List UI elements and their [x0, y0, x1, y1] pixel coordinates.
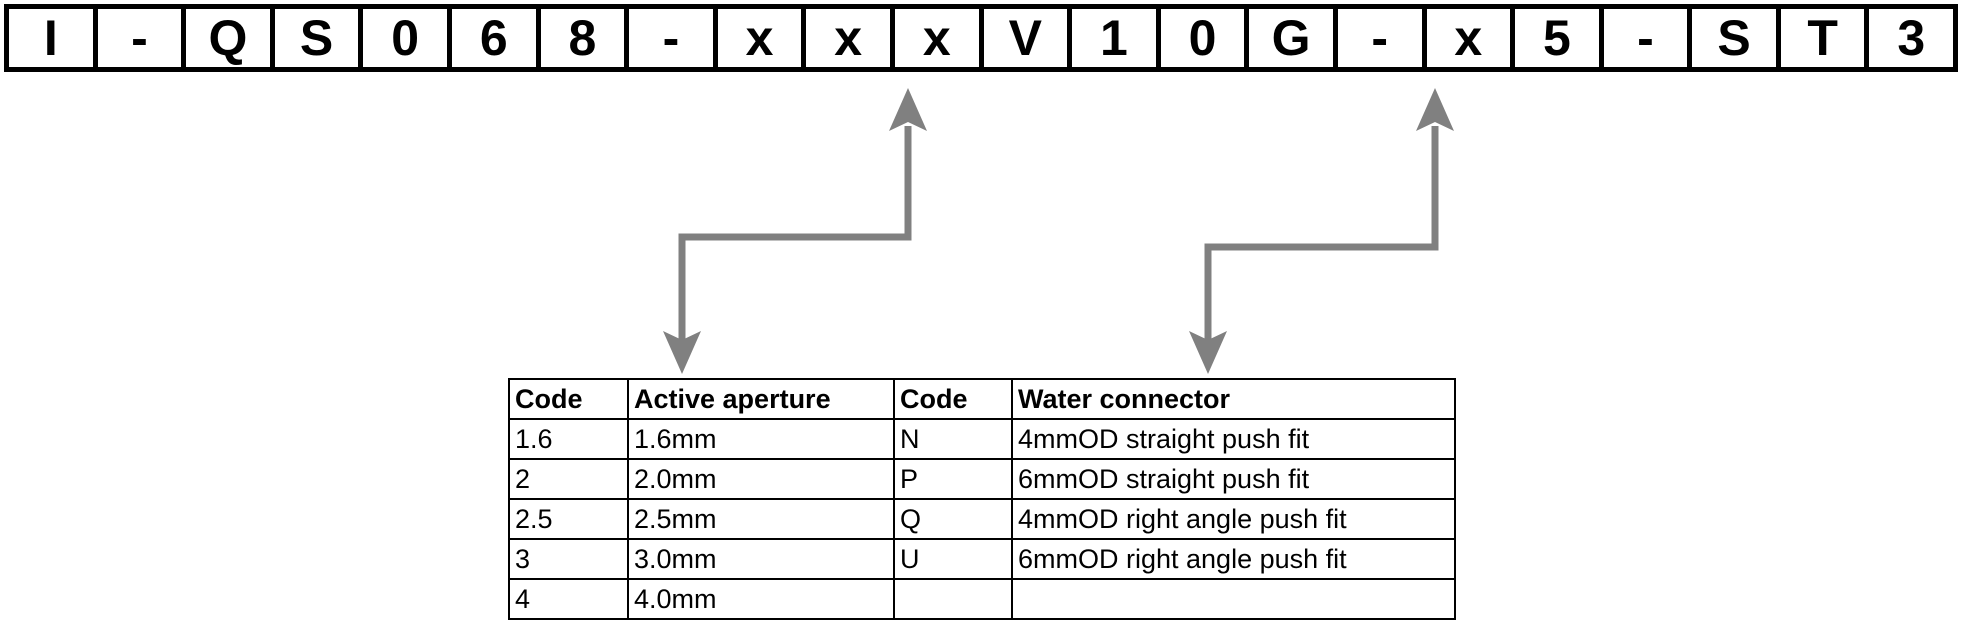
table-cell — [893, 578, 1013, 620]
table-cell: 3 — [508, 538, 629, 580]
code-cell-14: G — [1249, 9, 1338, 67]
code-cell-2: Q — [186, 9, 275, 67]
code-cell-13: 0 — [1160, 9, 1250, 67]
table-cell: 4mmOD straight push fit — [1011, 418, 1456, 460]
table-cell: 2.5 — [508, 498, 629, 540]
column-header-code-water: Code — [893, 378, 1013, 420]
table-cell: 2.5mm — [627, 498, 895, 540]
code-cell-11: V — [983, 9, 1073, 67]
option-code-table: Code Active aperture Code Water connecto… — [508, 378, 1456, 620]
code-cell-6: 8 — [540, 9, 630, 67]
connector-line — [678, 126, 912, 348]
code-cell-8: x — [717, 9, 807, 67]
column-header-code-aperture: Code — [508, 378, 629, 420]
code-cell-19: S — [1692, 9, 1781, 67]
table-cell: 1.6 — [508, 418, 629, 460]
table-cell: U — [893, 538, 1013, 580]
arrow-up-head-icon — [1416, 88, 1454, 131]
column-header-active-aperture: Active aperture — [627, 378, 895, 420]
column-header-water-connector: Water connector — [1011, 378, 1456, 420]
table-header-row: Code Active aperture Code Water connecto… — [508, 378, 1456, 420]
code-cell-12: 1 — [1072, 9, 1161, 67]
code-cell-0: I — [9, 9, 98, 67]
table-cell: 6mmOD straight push fit — [1011, 458, 1456, 500]
code-cell-4: 0 — [363, 9, 452, 67]
connector-water-connector — [1189, 88, 1454, 374]
arrow-up-head-icon — [889, 88, 927, 131]
table-cell: N — [893, 418, 1013, 460]
table-cell: 1.6mm — [627, 418, 895, 460]
code-cell-9: x — [806, 9, 895, 67]
code-cell-7: - — [629, 9, 718, 67]
arrow-down-head-icon — [1189, 331, 1227, 374]
table-header: Code Active aperture Code Water connecto… — [508, 378, 1456, 420]
code-cell-15: - — [1337, 9, 1427, 67]
code-cell-10: x — [894, 9, 984, 67]
table-cell: 4mmOD right angle push fit — [1011, 498, 1456, 540]
connector-line — [1204, 126, 1439, 348]
connector-active-aperture — [663, 88, 927, 374]
code-cell-3: S — [274, 9, 364, 67]
code-cell-18: - — [1603, 9, 1693, 67]
code-cell-17: 5 — [1515, 9, 1604, 67]
code-cell-21: 3 — [1869, 9, 1954, 67]
table-cell: 2.0mm — [627, 458, 895, 500]
code-cell-20: T — [1780, 9, 1870, 67]
table-cell: 2 — [508, 458, 629, 500]
option-table-container: Code Active aperture Code Water connecto… — [508, 378, 1456, 620]
table-cell: 4.0mm — [627, 578, 895, 620]
table-cell: P — [893, 458, 1013, 500]
table-cell — [1011, 578, 1456, 620]
table-cell: 6mmOD right angle push fit — [1011, 538, 1456, 580]
table-cell: Q — [893, 498, 1013, 540]
code-cell-5: 6 — [451, 9, 541, 67]
code-cell-1: - — [97, 9, 187, 67]
table-cell: 4 — [508, 578, 629, 620]
table-cell: 3.0mm — [627, 538, 895, 580]
code-cell-16: x — [1426, 9, 1516, 67]
arrow-down-head-icon — [663, 331, 701, 374]
